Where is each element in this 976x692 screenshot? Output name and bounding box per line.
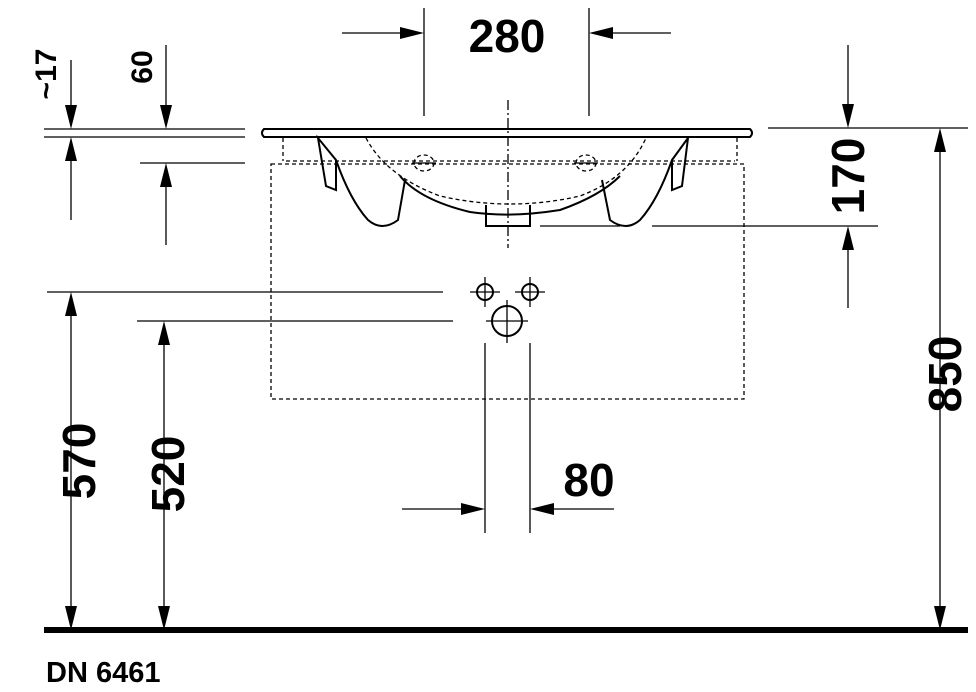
label-520: 520 — [142, 436, 194, 513]
dimension-170 — [540, 45, 878, 308]
label-280: 280 — [469, 10, 546, 62]
connections — [470, 277, 545, 343]
dimension-280 — [342, 8, 671, 116]
label-170: 170 — [822, 138, 874, 215]
model-number: DN 6461 — [46, 657, 160, 689]
dimension-top-left — [44, 45, 245, 245]
vanity-unit-outline — [270, 163, 745, 400]
dimension-850 — [768, 127, 968, 630]
dimension-570 — [47, 291, 443, 630]
dimension-520 — [137, 320, 453, 630]
label-850: 850 — [919, 336, 971, 413]
label-570: 570 — [53, 423, 105, 500]
label-60: 60 — [126, 50, 159, 83]
label-17: ~17 — [30, 49, 63, 100]
label-80: 80 — [563, 454, 614, 506]
dimension-80 — [402, 343, 614, 533]
washbasin — [261, 100, 753, 248]
